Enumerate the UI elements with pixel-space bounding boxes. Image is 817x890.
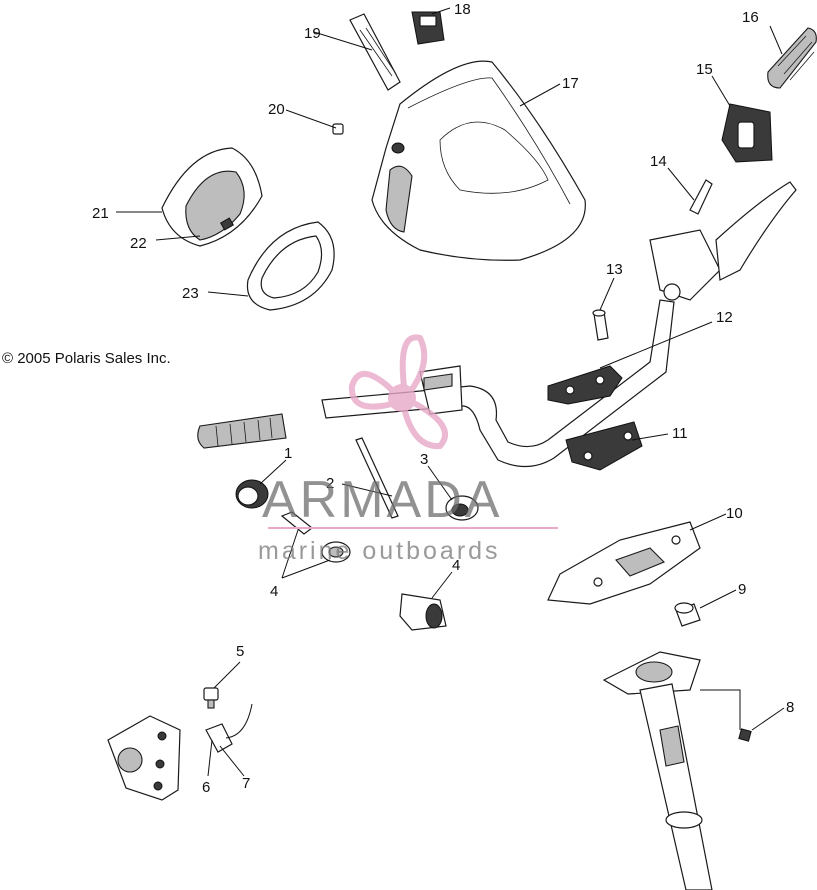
callout-11: 11 — [672, 425, 688, 442]
callout-19: 19 — [304, 25, 321, 42]
part-16-grip — [767, 27, 817, 89]
part-12-clamp — [547, 365, 623, 405]
part-20-screw — [332, 123, 344, 135]
copyright-notice: © 2005 Polaris Sales Inc. — [2, 350, 171, 367]
callout-7: 7 — [242, 775, 250, 792]
part-11-clamp — [565, 421, 643, 471]
part-10-bracket — [547, 521, 701, 605]
callout-18: 18 — [454, 1, 471, 18]
part-18-switch — [411, 11, 445, 45]
part-12-handlebar — [321, 299, 675, 468]
part-6-7-sensor — [205, 703, 253, 753]
callout-20: 20 — [268, 101, 285, 118]
callout-15: 15 — [696, 61, 713, 78]
callout-labels: 1 2 3 4 4 5 6 7 8 9 10 11 12 13 14 15 16… — [92, 1, 794, 796]
part-21-22-gauge — [161, 147, 263, 247]
callout-6: 6 — [202, 779, 210, 796]
callout-5: 5 — [236, 643, 244, 660]
part-14-brake-lever — [649, 179, 797, 301]
part-9-bushing — [674, 602, 701, 627]
callout-2: 2 — [326, 475, 334, 492]
callout-1: 1 — [284, 445, 292, 462]
part-17-hood — [371, 60, 586, 261]
callout-23: 23 — [182, 285, 199, 302]
callout-16: 16 — [742, 9, 759, 26]
watermark-rule — [268, 527, 558, 529]
part-13-bolt — [592, 309, 609, 341]
callout-21: 21 — [92, 205, 109, 222]
part-8-nut — [738, 728, 752, 742]
left-grip — [197, 413, 287, 449]
part-5-screw — [203, 687, 219, 709]
part-3-grommet — [445, 495, 479, 521]
callout-13: 13 — [606, 261, 623, 278]
part-19-cable — [349, 13, 401, 91]
callout-22: 22 — [130, 235, 147, 252]
watermark-logo — [348, 334, 448, 450]
watermark-title: ARMADA — [262, 471, 503, 529]
leader-lines — [116, 7, 785, 777]
steering-column — [602, 651, 713, 890]
callout-17: 17 — [562, 75, 579, 92]
callout-12: 12 — [716, 309, 733, 326]
caliper-assembly — [107, 715, 181, 801]
watermark-subtitle: marine outboards — [258, 537, 501, 565]
part-23-bezel — [246, 221, 335, 311]
part-15-throttle — [721, 103, 773, 163]
callout-4-left: 4 — [270, 583, 278, 600]
part-1-cap — [235, 479, 269, 509]
part-2-rod — [355, 437, 399, 519]
callout-14: 14 — [650, 153, 667, 170]
callout-3: 3 — [420, 451, 428, 468]
part-4-ignition — [399, 593, 447, 631]
callout-9: 9 — [738, 581, 746, 598]
callout-4-right: 4 — [452, 557, 460, 574]
callout-10: 10 — [726, 505, 743, 522]
callout-8: 8 — [786, 699, 794, 716]
